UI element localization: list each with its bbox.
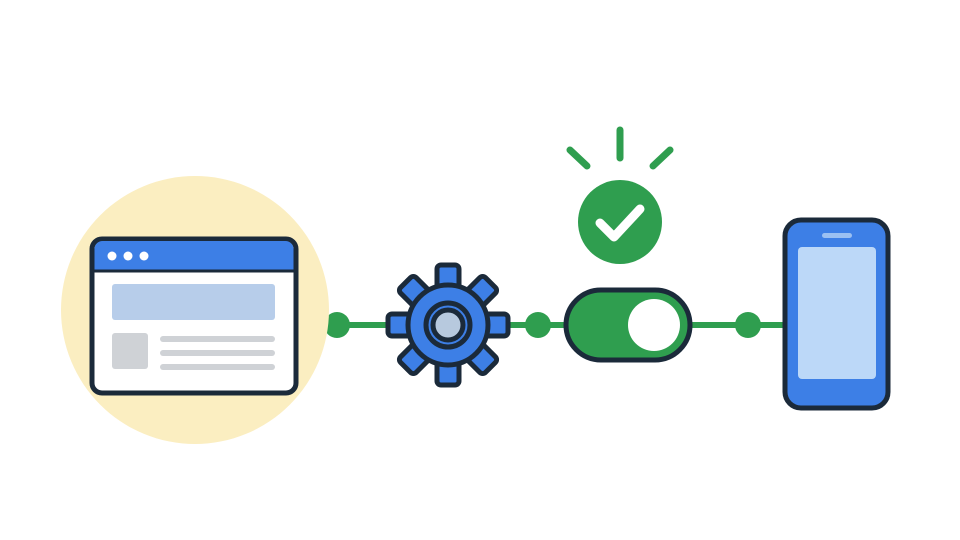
connectors bbox=[296, 312, 784, 338]
junction-dot bbox=[735, 312, 761, 338]
content-banner bbox=[112, 284, 275, 320]
check-badge-icon bbox=[566, 126, 674, 264]
content-line bbox=[160, 350, 275, 356]
phone-speaker bbox=[822, 233, 852, 238]
toggle-knob bbox=[628, 299, 680, 351]
browser-window-icon bbox=[89, 236, 299, 396]
badge-ray bbox=[566, 146, 591, 170]
junction-dot bbox=[324, 312, 350, 338]
junction-dot bbox=[525, 312, 551, 338]
badge-ray bbox=[649, 146, 674, 170]
window-dot bbox=[123, 251, 133, 261]
window-dot bbox=[107, 251, 117, 261]
content-line bbox=[160, 364, 275, 370]
content-line bbox=[160, 336, 275, 342]
phone-screen bbox=[798, 247, 876, 379]
toggle-switch-icon bbox=[563, 287, 693, 363]
content-thumbnail bbox=[112, 333, 148, 369]
gear-icon bbox=[385, 262, 511, 388]
window-dot bbox=[139, 251, 149, 261]
smartphone-icon bbox=[782, 217, 891, 411]
